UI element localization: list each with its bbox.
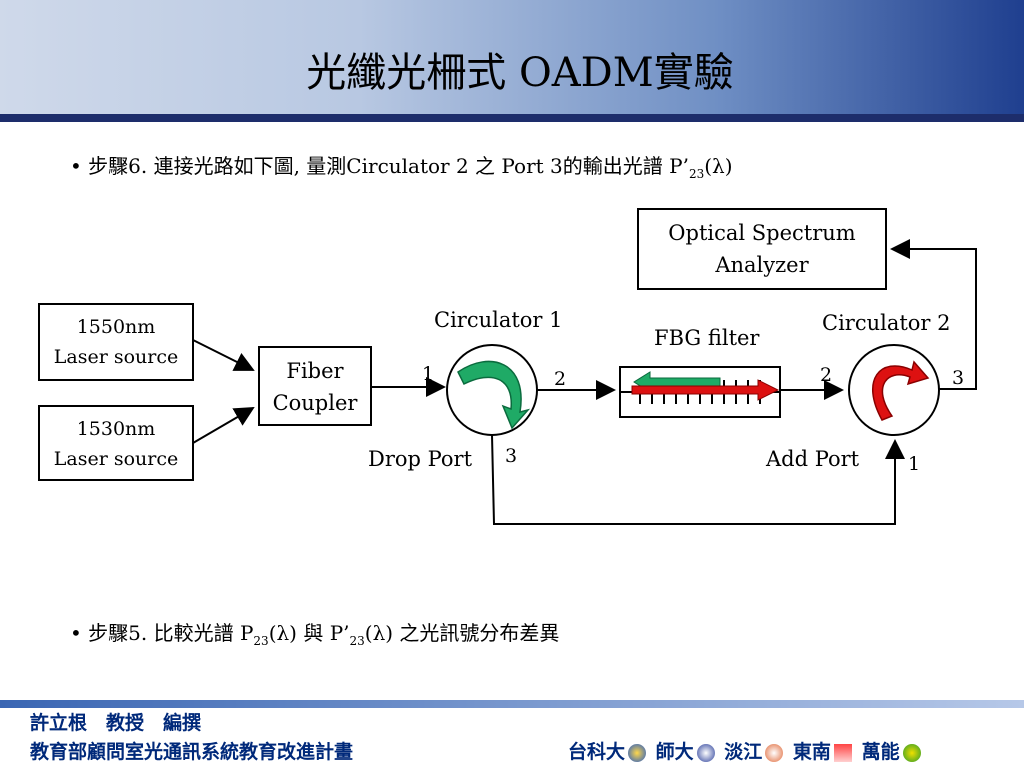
tnu-logo-icon (833, 744, 852, 762)
circ2-port-3: 3 (952, 367, 964, 389)
laser-1550-box (38, 303, 194, 381)
header-rule (0, 114, 1024, 122)
bullet-step6-sub: 23 (688, 167, 705, 181)
arrow-laser2-coupler (192, 406, 255, 444)
circulator-1-label: Circulator 1 (434, 308, 563, 332)
osa-line1: Optical Spectrum (668, 221, 856, 245)
footer-schools: 台科大 師大 淡江 東南 萬能 (568, 737, 924, 764)
circulator-1 (446, 344, 538, 436)
add-port-label: Add Port (765, 447, 860, 471)
circ1-port-3: 3 (505, 445, 517, 467)
bullet-step6-text: • 步驟6. 連接光路如下圖, 量測Circulator 2 之 Port 3的… (70, 154, 689, 178)
osa-line2: Analyzer (714, 253, 809, 277)
arrow-drop-to-add (491, 434, 905, 525)
drop-port-label: Drop Port (368, 447, 473, 471)
laser-1530-line2: Laser source (54, 448, 178, 470)
page-title: 光纖光柵式 OADM實驗 (306, 50, 734, 96)
bullet-step5-text-c: (λ) 之光訊號分布差異 (364, 621, 560, 645)
footer-author: 許立根 教授 編撰 (30, 712, 202, 734)
fiber-coupler-box (258, 346, 372, 426)
vnu-logo-icon (902, 744, 921, 762)
fiber-coupler-line1: Fiber (286, 359, 344, 383)
ntust-logo-icon (628, 744, 647, 762)
laser-1550-line1: 1550nm (77, 316, 156, 338)
arrow-laser1-coupler (192, 339, 255, 371)
bullet-step5-sub-b: 23 (349, 634, 365, 648)
school-ntnu: 師大 (655, 741, 694, 763)
circ1-port-2: 2 (554, 368, 566, 390)
circ1-port-1: 1 (422, 363, 434, 385)
circ2-port-1: 1 (908, 453, 920, 475)
footer-program: 教育部顧問室光通訊系統教育改進計畫 (30, 741, 354, 763)
bullet-step6-suffix: (λ) (704, 154, 733, 178)
school-vnu: 萬能 (861, 741, 900, 763)
arrow-circ2-osa (890, 239, 977, 390)
circ1-green-arrow-icon (457, 360, 531, 430)
footer-bar (0, 700, 1024, 708)
fbg-filter-label: FBG filter (654, 326, 760, 350)
bullet-step5: • 步驟5. 比較光譜 P23(λ) 與 P’23(λ) 之光訊號分布差異 (70, 617, 559, 648)
bullet-step5-sub-a: 23 (253, 634, 269, 648)
ntnu-logo-icon (696, 744, 715, 762)
fiber-coupler-line2: Coupler (273, 391, 359, 415)
school-tku: 淡江 (724, 741, 763, 763)
oadm-diagram: 1550nm Laser source 1530nm Laser source … (38, 208, 977, 525)
school-tnu: 東南 (792, 741, 831, 763)
circulator-2-label: Circulator 2 (822, 311, 951, 335)
osa-box (637, 208, 887, 290)
circulator-2 (848, 344, 940, 436)
header-banner (0, 0, 1024, 122)
circ2-port-2: 2 (820, 364, 832, 386)
school-ntust: 台科大 (568, 741, 626, 763)
tku-logo-icon (765, 744, 784, 762)
bullet-step6: • 步驟6. 連接光路如下圖, 量測Circulator 2 之 Port 3的… (70, 150, 733, 181)
laser-1530-line1: 1530nm (77, 418, 156, 440)
bullet-step5-text-a: • 步驟5. 比較光譜 P (70, 621, 254, 645)
fbg-transmitted-arrow-icon (631, 379, 780, 401)
laser-1550-line2: Laser source (54, 346, 178, 368)
circ2-red-arrow-icon (872, 360, 930, 421)
bullet-step5-text-b: (λ) 與 P’ (268, 621, 350, 645)
